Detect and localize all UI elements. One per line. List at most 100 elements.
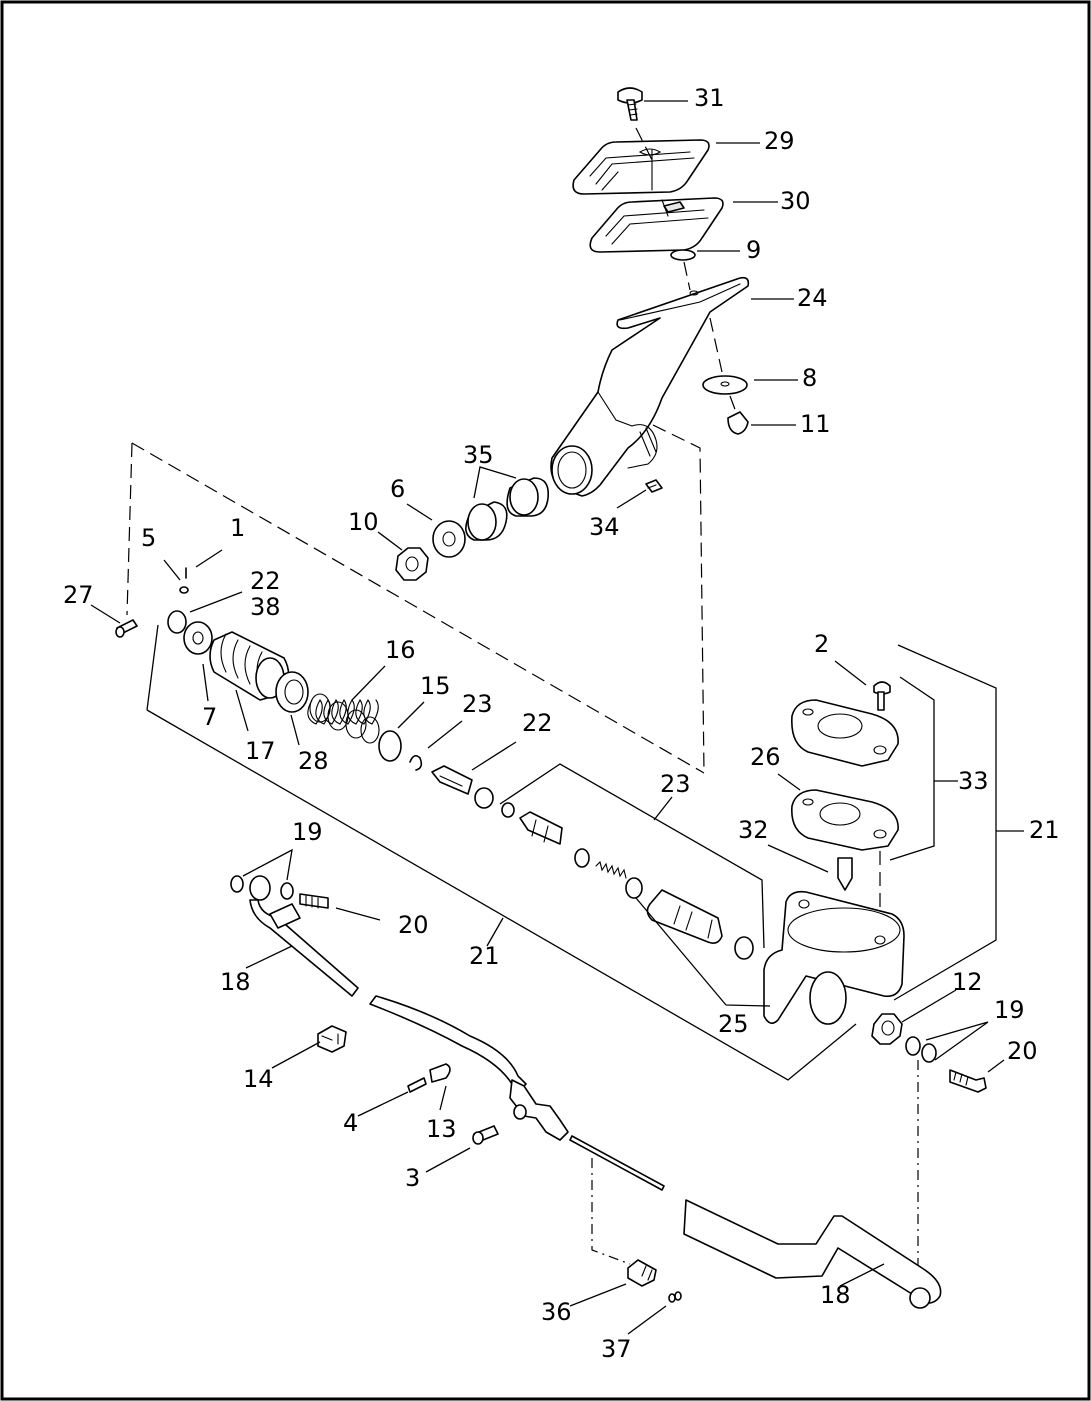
part-26-gasket [791,789,899,851]
line-end-banjo [909,1287,931,1309]
part-14-clip [317,1025,347,1053]
part-25-ring-a [625,877,643,899]
part-33-cover [791,699,899,767]
part-19-washer-c [230,875,244,893]
part-13-clamp [429,1063,451,1083]
callout-11: 11 [800,410,831,438]
part-12-nut [871,1013,903,1045]
part-19-washer-a [905,1036,921,1056]
part-20-banjo-bolt-upper [299,893,329,909]
part-2-screw [873,681,891,711]
callout-25: 25 [718,1010,749,1038]
part-29-pedal-pad [572,139,710,195]
callout-30: 30 [780,187,811,215]
part-4-screw [407,1077,427,1093]
callout-14: 14 [243,1065,274,1093]
callout-26: 26 [750,743,781,771]
part-15-ring [378,730,402,762]
return-spring [595,860,627,879]
part-9-washer [670,249,696,261]
part-16-spring [307,693,380,744]
part-3-bolt [472,1125,499,1145]
callout-19-lower: 19 [994,996,1025,1024]
callout-21-lower: 21 [469,942,500,970]
part-32-vent-fitting [837,857,853,891]
callout-18-upper: 18 [220,968,251,996]
callout-34: 34 [589,513,620,541]
callout-29: 29 [764,127,795,155]
callout-20-upper: 20 [398,911,429,939]
callout-36: 36 [541,1298,572,1326]
callout-37: 37 [601,1335,632,1363]
callout-13: 13 [426,1115,457,1143]
callout-24: 24 [797,284,828,312]
hose-fitting [509,1079,569,1141]
cup-seal [574,848,590,868]
part-21-cylinder-body [763,890,905,1025]
callout-33: 33 [958,767,989,795]
callout-9: 9 [746,236,761,264]
callout-23-upper: 23 [462,690,493,718]
callout-10: 10 [348,508,379,536]
part-37-terminals [668,1291,682,1303]
part-5-ring [179,586,189,594]
cylinder-sleeve [646,889,723,944]
part-36-switch [627,1259,657,1287]
part-18-brake-line [683,1199,942,1304]
part-34-fitting [645,479,663,493]
callout-22-middle: 22 [522,709,553,737]
reservoir-assembly [763,681,987,1093]
part-25-ring-b [734,936,754,960]
callout-21-right: 21 [1029,816,1060,844]
callout-2: 2 [814,630,829,658]
part-30-pedal-base [589,197,724,253]
part-11-acorn-nut [727,411,749,435]
group-outlines [146,624,997,1081]
part-38-washer [183,621,213,655]
callout-20-lower: 20 [1007,1037,1038,1065]
callout-27: 27 [63,581,94,609]
part-6-washer [432,520,466,558]
callout-22-upper: 22 [250,567,281,595]
callout-15: 15 [420,672,451,700]
part-19-washer-b [921,1043,937,1063]
callout-32: 32 [738,816,769,844]
brake-line-assembly [230,875,942,1309]
callout-38: 38 [250,593,281,621]
pedal-assembly [115,87,750,638]
part-23-clip [409,754,423,771]
callout-23-lower: 23 [660,770,691,798]
part-24-pedal-arm [550,276,750,497]
callout-31: 31 [694,84,725,112]
part-20-banjo-bolt [949,1069,987,1093]
callout-3: 3 [405,1164,420,1192]
callout-35: 35 [463,441,494,469]
callout-19-upper: 19 [292,818,323,846]
part-35-bushings [465,477,550,541]
part-23-small-ring [501,802,515,818]
part-22-retaining-ring [167,610,187,634]
banjo-fitting [249,875,359,997]
cylinder-internals [167,610,754,960]
piston [519,811,563,845]
part-27-clevis-pin [115,619,138,638]
callout-5: 5 [141,524,156,552]
alignment-lines [126,127,919,1290]
callout-12: 12 [952,968,983,996]
part-22-pushrod [431,765,494,809]
callout-17: 17 [245,737,276,765]
callout-18-lower: 18 [820,1281,851,1309]
part-28-seal [275,671,309,713]
part-19-washer-d [280,882,294,900]
part-10-hex-nut [395,547,429,581]
part-31-screw [617,87,643,121]
callout-16: 16 [385,636,416,664]
callout-1: 1 [230,514,245,542]
part-8-washer [702,375,748,395]
callout-28: 28 [298,747,329,775]
callout-6: 6 [390,475,405,503]
leader-lines [90,100,1024,1335]
